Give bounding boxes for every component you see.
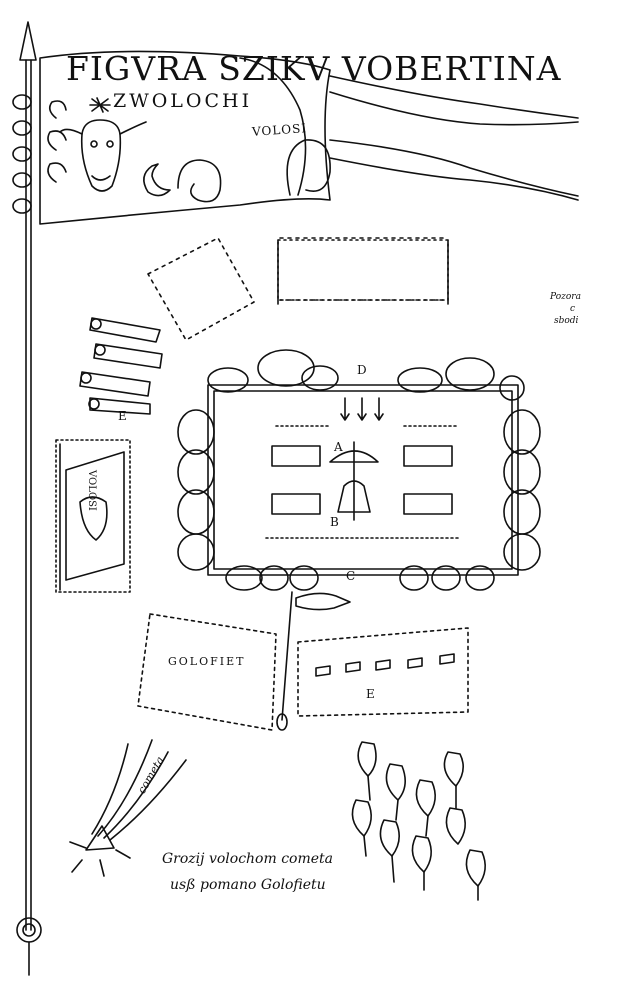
banner — [39, 50, 579, 225]
troop-block-golofiet — [137, 613, 277, 731]
wagon-camp — [177, 349, 541, 591]
troop-block-angled — [147, 237, 255, 341]
camp-letter-e-left: E — [118, 409, 127, 423]
center-standard — [276, 591, 351, 731]
side-note-line-3: sbodi — [554, 316, 579, 326]
caption-line-2: usß pomano Golofietu — [170, 877, 326, 893]
troop-label-golofiet: GOLOFIET — [168, 655, 246, 668]
camp-letter-e-bottom: E — [366, 687, 375, 701]
side-note-line-2: c — [570, 304, 576, 314]
tree-grove — [351, 741, 486, 901]
banner-title: FIGVRA SZIKV VOBERTINA — [66, 49, 562, 88]
lance — [12, 21, 42, 976]
camp-letter-a: A — [334, 440, 343, 454]
camp-letter-c: C — [346, 569, 356, 583]
comet — [69, 739, 187, 877]
camp-letter-b: B — [330, 515, 339, 529]
troop-block-top — [277, 237, 449, 305]
flag-label: VOLOSI — [86, 470, 97, 511]
standard-volosi — [55, 439, 131, 593]
camp-letter-d: D — [357, 363, 367, 377]
banner-label: VOLOSI — [251, 121, 308, 139]
side-note-line-1: Pozora — [550, 292, 581, 302]
artillery — [79, 317, 163, 415]
troop-block-e — [297, 627, 469, 717]
banner-subtitle: ZWOLOCHI — [113, 90, 253, 112]
caption-line-1: Grozij volochom cometa — [162, 851, 334, 867]
